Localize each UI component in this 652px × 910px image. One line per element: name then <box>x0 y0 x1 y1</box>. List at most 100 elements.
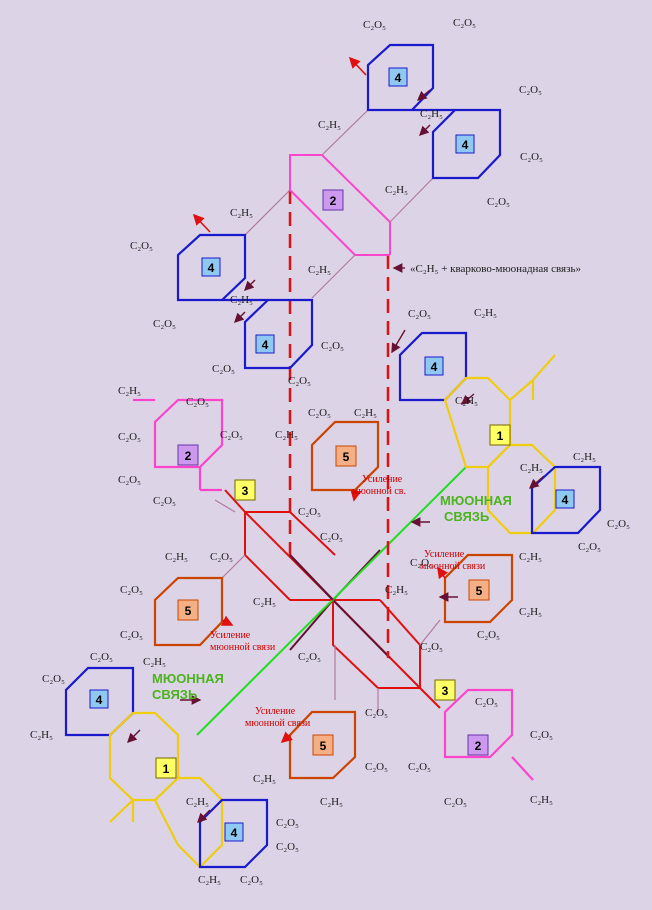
formula-label: C₂H₅ <box>530 794 553 806</box>
ring-number: 3 <box>442 684 449 698</box>
formula-label: C₂O₅ <box>420 641 443 653</box>
formula-label: C₂H₅ <box>198 874 221 886</box>
ring-number: 4 <box>231 826 238 840</box>
formula-label: C₂H₅ <box>30 729 53 741</box>
substituent-labels: C₂O₅ C₂O₅ C₂O₅ C₂O₅ C₂O₅ C₂H₅ C₂H₅ C₂H₅ … <box>30 17 630 886</box>
muon-bond-label-left-line2: СВЯЗЬ <box>152 687 197 702</box>
formula-label: C₂O₅ <box>308 407 331 419</box>
formula-label: C₂O₅ <box>118 474 141 486</box>
ring-number: 2 <box>185 449 192 463</box>
formula-label: C₂O₅ <box>120 629 143 641</box>
formula-label: C₂H₅ <box>519 606 542 618</box>
amplify-note-line2: мюонной связи <box>245 718 311 729</box>
formula-label: C₂O₅ <box>186 396 209 408</box>
formula-label: C₂H₅ <box>520 462 543 474</box>
formula-label: C₂O₅ <box>298 651 321 663</box>
formula-label: C₂O₅ <box>220 429 243 441</box>
formula-label: C₂H₅ <box>320 796 343 808</box>
formula-label: C₂O₅ <box>363 19 386 31</box>
formula-label: C₂O₅ <box>444 796 467 808</box>
muon-bond-label-right-line2: СВЯЗЬ <box>444 509 489 524</box>
formula-label: C₂O₅ <box>519 84 542 96</box>
formula-label: C₂H₅ <box>230 294 253 306</box>
bonds-layer <box>196 109 467 736</box>
formula-label: C₂O₅ <box>453 17 476 29</box>
formula-label: C₂H₅ <box>354 407 377 419</box>
amplify-note-line1: Усиление <box>424 549 465 560</box>
formula-label: C₂O₅ <box>408 308 431 320</box>
formula-label: C₂H₅ <box>474 307 497 319</box>
amplify-note-line2: мюонной связи <box>420 561 486 572</box>
ring-number: 4 <box>208 261 215 275</box>
formula-label: C₂H₅ <box>573 451 596 463</box>
formula-label: C₂H₅ <box>253 596 276 608</box>
formula-label: C₂O₅ <box>212 363 235 375</box>
formula-label: C₂H₅ <box>385 584 408 596</box>
formula-label: C₂O₅ <box>120 584 143 596</box>
quark-muon-bond-label: «C₂H₅ + кварково-мюонадная связь» <box>410 263 581 275</box>
amplify-note-line1: Усиление <box>362 474 403 485</box>
ring-number: 4 <box>431 360 438 374</box>
formula-label: C₂O₅ <box>408 761 431 773</box>
formula-label: C₂O₅ <box>607 518 630 530</box>
ring-number: 4 <box>96 693 103 707</box>
ring-number: 4 <box>562 493 569 507</box>
formula-label: C₂O₅ <box>487 196 510 208</box>
formula-label: C₂O₅ <box>320 531 343 543</box>
formula-label: C₂O₅ <box>477 629 500 641</box>
ring-number: 5 <box>343 450 350 464</box>
arrows-layer <box>127 89 545 823</box>
formula-label: C₂O₅ <box>240 874 263 886</box>
formula-label: C₂H₅ <box>253 773 276 785</box>
formula-label: C₂O₅ <box>520 151 543 163</box>
ring-number: 4 <box>262 338 269 352</box>
formula-label: C₂O₅ <box>578 541 601 553</box>
formula-label: C₂O₅ <box>90 651 113 663</box>
amplify-note-line1: Усиление <box>210 630 251 641</box>
formula-label: C₂O₅ <box>288 375 311 387</box>
formula-label: C₂H₅ <box>230 207 253 219</box>
muon-bond-label-left-line1: МЮОННАЯ <box>152 671 224 686</box>
ring-number: 5 <box>320 739 327 753</box>
ring-number: 1 <box>497 429 504 443</box>
formula-label: C₂O₅ <box>298 506 321 518</box>
muon-bond-label-right-line1: МЮОННАЯ <box>440 493 512 508</box>
amplify-note-line2: мюонной связи <box>210 642 276 653</box>
formula-label: C₂O₅ <box>410 557 433 569</box>
formula-label: C₂H₅ <box>385 184 408 196</box>
ring-number: 5 <box>185 604 192 618</box>
formula-label: C₂H₅ <box>118 385 141 397</box>
formula-label: C₂O₅ <box>276 817 299 829</box>
red-arrows-layer <box>192 56 449 744</box>
annotations: «C₂H₅ + кварково-мюонадная связь» МЮОННА… <box>152 263 581 729</box>
formula-label: C₂H₅ <box>455 395 478 407</box>
formula-label: C₂O₅ <box>130 240 153 252</box>
formula-label: C₂O₅ <box>153 495 176 507</box>
formula-label: C₂H₅ <box>143 656 166 668</box>
formula-label: C₂H₅ <box>519 551 542 563</box>
formula-label: C₂O₅ <box>118 431 141 443</box>
amplify-note-line1: Усиление <box>255 706 296 717</box>
formula-label: C₂O₅ <box>365 707 388 719</box>
ring-number: 2 <box>330 194 337 208</box>
formula-label: C₂H₅ <box>165 551 188 563</box>
ring-number: 1 <box>163 762 170 776</box>
ring-number: 5 <box>476 584 483 598</box>
formula-label: C₂H₅ <box>318 119 341 131</box>
formula-label: C₂H₅ <box>186 796 209 808</box>
formula-label: C₂H₅ <box>308 264 331 276</box>
formula-label: C₂O₅ <box>321 340 344 352</box>
ring-number: 3 <box>242 484 249 498</box>
amplify-note-line2: мюонной св. <box>352 486 406 497</box>
ring-number: 4 <box>395 71 402 85</box>
formula-label: C₂H₅ <box>420 108 443 120</box>
formula-label: C₂O₅ <box>530 729 553 741</box>
formula-label: C₂O₅ <box>42 673 65 685</box>
formula-label: C₂O₅ <box>276 841 299 853</box>
formula-label: C₂O₅ <box>153 318 176 330</box>
ring-number: 2 <box>475 739 482 753</box>
formula-label: C₂O₅ <box>210 551 233 563</box>
ring-number: 4 <box>462 138 469 152</box>
formula-label: C₂H₅ <box>275 429 298 441</box>
